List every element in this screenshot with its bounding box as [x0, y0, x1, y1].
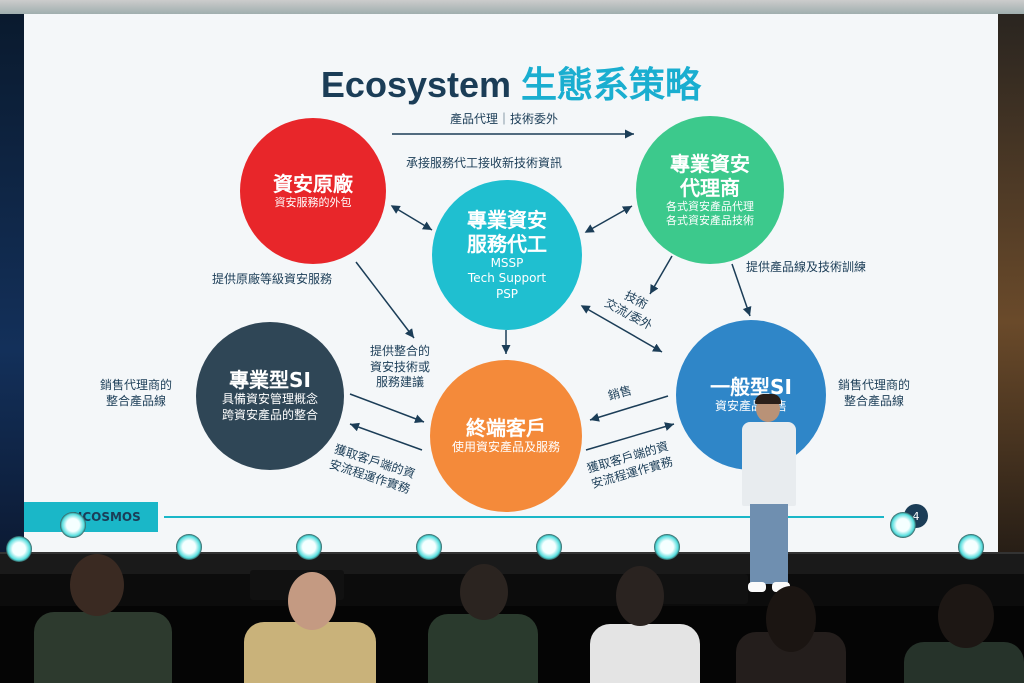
- agent-title-2: 代理商: [680, 175, 740, 200]
- audience-member: [428, 614, 538, 683]
- stage-floor: [0, 574, 1024, 608]
- node-agent: 專業資安 代理商 各式資安產品代理 各式資安產品技術: [636, 116, 784, 264]
- label-top-sub: 承接服務代工接收新技術資訊: [406, 156, 563, 170]
- pro-si-sub-2: 跨資安產品的整合: [221, 408, 318, 422]
- stage-light-icon: [536, 534, 562, 560]
- audience-head: [70, 554, 124, 616]
- stage-light-icon: [176, 534, 202, 560]
- audience-member: [244, 622, 376, 683]
- pro-si-sub-1: 具備資安管理概念: [221, 392, 318, 407]
- node-vendor: 資安原廠 資安服務的外包: [240, 118, 386, 264]
- audience-head: [616, 566, 664, 626]
- pro-si-title: 專業型SI: [229, 368, 311, 393]
- customer-title: 終端客戶: [466, 416, 546, 441]
- audience-head: [938, 584, 994, 648]
- center-sub-2: Tech Support: [467, 271, 547, 286]
- node-pro-si: 專業型SI 具備資安管理概念 跨資安產品的整合: [196, 322, 344, 470]
- presenter-jeans: [750, 504, 788, 584]
- left-sales-2: 整合產品線: [106, 393, 167, 408]
- stage-edge: [0, 552, 1024, 576]
- presenter-shoe: [772, 582, 790, 592]
- presenter-hair: [755, 394, 781, 404]
- audience-member: [34, 612, 172, 683]
- slide-title: Ecosystem 生態系策略: [24, 56, 998, 108]
- node-customer: 終端客戶 使用資安產品及服務: [430, 360, 582, 512]
- footer-rule: [164, 516, 884, 518]
- integration-3: 服務建議: [376, 375, 425, 390]
- label-right-sales: 銷售代理商的 整合產品線: [838, 378, 910, 409]
- vendor-title: 資安原廠: [273, 171, 353, 196]
- logo-text: GICOSMOS: [68, 510, 141, 524]
- center-title-2: 服務代工: [467, 231, 547, 256]
- customer-subtitle: 使用資安產品及服務: [451, 440, 560, 455]
- right-sales-1: 銷售代理商的: [838, 378, 911, 392]
- label-top-arrow: 產品代理｜技術委外: [450, 112, 559, 126]
- stage-light-icon: [654, 534, 680, 560]
- left-sales-1: 銷售代理商的: [100, 378, 173, 392]
- presenter: [738, 394, 800, 596]
- center-sub-1: MSSP: [490, 255, 524, 270]
- integration-2: 資安技術或: [370, 359, 431, 374]
- presenter-shirt: [742, 422, 796, 506]
- node-center: 專業資安 服務代工 MSSP Tech Support PSP: [432, 180, 582, 330]
- center-sub-3: PSP: [495, 286, 519, 301]
- right-sales-2: 整合產品線: [844, 393, 905, 408]
- company-logo: GICOSMOS: [24, 502, 158, 532]
- agent-sub-2: 各式資安產品技術: [666, 214, 754, 227]
- stage-light-icon: [890, 512, 916, 538]
- center-title-1: 專業資安: [467, 207, 547, 232]
- presenter-shoe: [748, 582, 766, 592]
- audience-head: [766, 586, 816, 652]
- stage-light-icon: [60, 512, 86, 538]
- stage-light-icon: [416, 534, 442, 560]
- general-si-title: 一般型SI: [710, 375, 792, 400]
- audience-head: [460, 564, 508, 620]
- agent-sub-1: 各式資安產品代理: [666, 199, 754, 213]
- stage-light-icon: [958, 534, 984, 560]
- title-chinese: 生態系策略: [521, 64, 702, 105]
- label-vendor-service: 提供原廠等級資安服務: [212, 272, 333, 286]
- stage-monitor: [656, 574, 748, 604]
- integration-1: 提供整合的: [370, 344, 431, 358]
- stage-light-icon: [296, 534, 322, 560]
- projection-screen: Ecosystem 生態系策略 資安原廠 資安服務的外包 專業資安 服務代工 M…: [24, 14, 998, 554]
- title-english: Ecosystem: [320, 64, 512, 105]
- agent-title-1: 專業資安: [670, 151, 750, 176]
- ceiling: [0, 0, 1024, 16]
- audience-member: [590, 624, 700, 683]
- label-integration: 提供整合的 資安技術或 服務建議: [370, 344, 430, 391]
- audience-head: [288, 572, 336, 630]
- vendor-subtitle: 資安服務的外包: [274, 195, 352, 209]
- stage-light-icon: [6, 536, 32, 562]
- label-left-sales: 銷售代理商的 整合產品線: [100, 378, 172, 409]
- label-agent-training: 提供產品線及技術訓練: [746, 260, 867, 274]
- slide-arrows: [349, 129, 752, 451]
- audience-member: [904, 642, 1024, 683]
